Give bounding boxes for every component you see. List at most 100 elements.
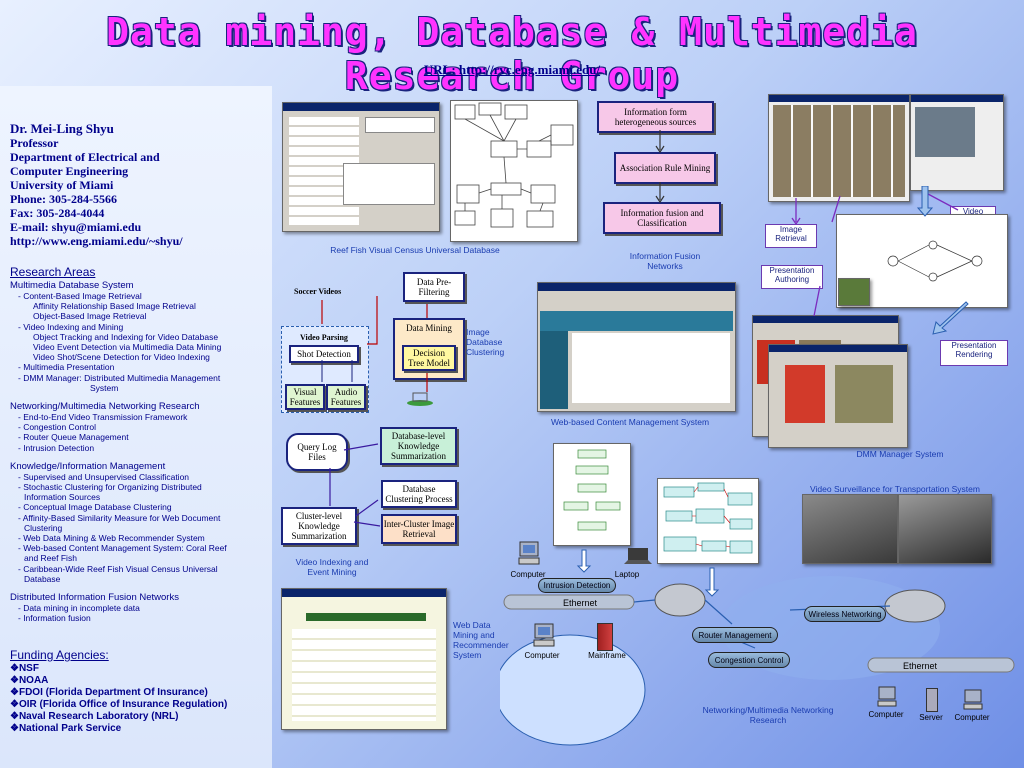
research-line: - Affinity-Based Similarity Measure for … [18,512,221,523]
research-line: and Reef Fish [24,553,77,564]
funding-heading: Funding Agencies: [10,648,109,662]
web-mining-screenshot [281,588,447,730]
research-line [10,584,227,592]
research-line: System [90,382,119,393]
fusion-box-association: Association Rule Mining [614,152,716,184]
funding-item: ❖FDOI (Florida Department Of Insurance) [10,687,208,698]
research-line [10,393,227,401]
research-line: - Data mining in incomplete data [18,603,140,614]
server-label: Server [919,713,943,722]
research-line: Networking/Multimedia Networking Researc… [10,401,200,413]
video-parsing-label: Video Parsing [300,333,348,342]
decision-tree-box: Decision Tree Model [402,345,456,371]
flowchart-screenshot [553,443,631,546]
funding-item: ❖NOAA [10,675,49,686]
research-line: Object-Based Image Retrieval [33,311,147,322]
research-line: - End-to-End Video Transmission Framewor… [18,412,188,423]
research-line: - Router Queue Management [18,432,129,443]
research-line: - DMM Manager: Distributed Multimedia Ma… [18,372,221,383]
reef-caption: Reef Fish Visual Census Universal Databa… [330,245,500,255]
research-line: - Multimedia Presentation [18,362,115,373]
fusion-box-sources: Information form heterogeneous sources [597,101,714,133]
research-line: Clustering [24,522,63,533]
reef-db-screenshot [282,102,440,232]
label-presentation-rendering: Presentation Rendering [940,340,1008,366]
research-line: Distributed Information Fusion Networks [10,592,179,604]
web-cms-caption: Web-based Content Management System [550,417,710,427]
contact-name: Dr. Mei-Ling Shyu [10,121,114,136]
prefilter-box: Data Pre-Filtering [403,272,465,302]
contact-web-link[interactable]: http://www.eng.miami.edu/~shyu/ [10,234,183,248]
soccer-goal-icon [405,392,435,406]
authoring-thumbnail [838,278,870,306]
research-line: Video Event Detection via Multimedia Dat… [33,342,222,353]
computer-label-4: Computer [954,713,990,722]
funding-item: ❖NSF [10,663,39,674]
dmm-arrows [791,186,969,335]
research-line: - Caribbean-Wide Reef Fish Visual Census… [18,563,218,574]
cluster-arrows [329,443,381,527]
funding-item: ❖OIR (Florida Office of Insurance Regula… [10,699,228,710]
computer-label-3: Computer [868,710,904,719]
audio-features-box: Audio Features [326,384,366,410]
research-line: - Content-Based Image Retrieval [18,291,142,301]
laptop-label: Laptop [614,570,640,579]
research-line: - Web Data Mining & Web Recommender Syst… [18,533,205,544]
fusion-box-classification: Information fusion and Classification [603,202,721,234]
db-knowledge-box: Database-level Knowledge Summarization [380,427,457,465]
research-line: Object Tracking and Indexing for Video D… [33,331,219,342]
research-line: - Web-based Content Management System: C… [18,543,227,554]
funding-item: ❖Naval Research Laboratory (NRL) [10,711,179,722]
er-diagram-screenshot [450,100,578,242]
funding-item: ❖National Park Service [10,723,122,734]
cluster-knowledge-box: Cluster-level Knowledge Summarization [281,507,357,545]
contact-univ: University of Miami [10,178,114,192]
research-line: - Intrusion Detection [18,442,95,453]
mainframe-icon [597,623,613,651]
image-clustering-caption: Image Database Clustering [466,327,505,357]
networking-caption: Networking/Multimedia Networking Researc… [702,705,834,725]
label-presentation-authoring: Presentation Authoring [761,265,823,289]
ethernet-label-left: Ethernet [562,598,598,608]
router-management-badge: Router Management [692,627,778,643]
computer-icon [517,540,541,568]
shot-detection-box: Shot Detection [289,345,359,363]
contact-fax: Fax: 305-284-4044 [10,206,105,220]
research-line: Information Sources [24,492,101,503]
group-url-link[interactable]: URL: http://rvc.eng.miami.edu/ [423,62,601,77]
contact-dept2: Computer Engineering [10,164,129,178]
laptop-icon [622,546,654,570]
wireless-networking-badge: Wireless Networking [804,606,886,622]
computer-label: Computer [510,570,546,579]
computer-icon-3 [876,685,898,709]
research-line: Database [24,573,61,584]
rendering-window [768,344,908,448]
ethernet-label-right: Ethernet [902,661,938,671]
contact-phone: Phone: 305-284-5566 [10,192,117,206]
research-line: Video Shot/Scene Detection for Video Ind… [33,352,210,363]
mainframe-label: Mainframe [588,651,626,660]
research-list: Multimedia Database System- Content-Base… [10,280,227,623]
inter-cluster-box: Inter-Cluster Image Retrieval [381,514,457,544]
research-line: Affinity Relationship Based Image Retrie… [33,301,196,312]
soccer-videos-label: Soccer Videos [294,287,342,296]
video-mining-caption: Video Indexing and Event Mining [295,557,369,577]
research-line: - Stochastic Clustering for Organizing D… [18,482,202,493]
computer-icon-2 [532,622,556,648]
web-mining-caption: Web Data Mining and Recommender System [453,620,509,660]
contact-email[interactable]: E-mail: shyu@miami.edu [10,220,142,234]
fusion-arrows [655,130,665,204]
label-image-retrieval: Image Retrieval [765,224,817,248]
research-line: - Video Indexing and Mining [18,321,124,332]
research-line: Multimedia Database System [10,280,134,291]
recommender-diagram [657,478,759,564]
research-line [10,453,227,461]
research-line: - Supervised and Unsupervised Classifica… [18,471,190,482]
left-panel [0,86,272,768]
web-cms-screenshot [537,282,736,412]
intrusion-detection-badge: Intrusion Detection [538,578,616,593]
dmm-caption: DMM Manager System [856,449,944,459]
research-heading: Research Areas [10,265,96,279]
image-retrieval-screenshot [768,94,910,202]
contact-block: Dr. Mei-Ling Shyu Professor Department o… [10,121,183,249]
